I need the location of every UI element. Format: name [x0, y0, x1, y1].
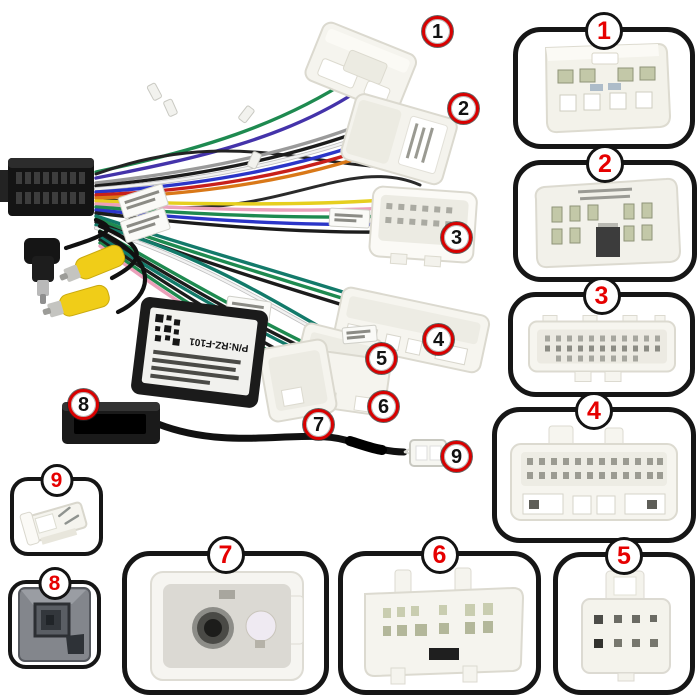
connector-9-detail: [19, 501, 88, 546]
inset-connector-5: 5: [553, 537, 695, 695]
inset-2-number-badge: 2: [586, 145, 624, 183]
inset-6-number-badge: 6: [420, 536, 459, 574]
canbus-box: P/N:RZ-F101: [131, 297, 269, 408]
head-unit-connector: [0, 158, 94, 216]
inset-connector-4: 4: [492, 392, 696, 543]
connector-6-detail: [364, 567, 525, 685]
inset-8-number-badge: 8: [38, 567, 71, 600]
connector-1-detail: [544, 42, 672, 134]
zip-ties: [146, 82, 262, 170]
photo-callout-3: 3: [441, 222, 472, 253]
connector-2-detail: [534, 177, 682, 269]
inset-connector-9: 9: [10, 464, 103, 556]
inset-connector-1: 1: [513, 12, 695, 149]
photo-callout-7: 7: [303, 409, 334, 440]
connector-5-detail: [581, 570, 671, 682]
photo-callout-2: 2: [448, 93, 479, 124]
inset-connector-6: 6: [338, 536, 541, 695]
photo-callout-5: 5: [366, 343, 397, 374]
inset-5-number-badge: 5: [605, 537, 643, 575]
photo-callout-8: 8: [68, 389, 99, 420]
photo-callout-1: 1: [422, 16, 453, 47]
aux-jack: [24, 238, 60, 304]
inset-9-number-badge: 9: [40, 464, 73, 497]
connector-4-detail: [510, 425, 678, 521]
inset-1-number-badge: 1: [585, 12, 623, 50]
photo-connector-1: [304, 21, 418, 114]
connector-3-detail: [528, 315, 676, 382]
inset-3-number-badge: 3: [582, 277, 621, 315]
inset-connector-2: 2: [513, 145, 697, 282]
photo-connector-2: [340, 93, 458, 186]
photo-callout-9: 9: [441, 441, 472, 472]
inset-connector-3: 3: [508, 277, 695, 397]
qr-code: [154, 313, 181, 346]
rca-plug-video-2: [42, 284, 110, 318]
connector-7-detail: [150, 571, 304, 681]
photo-callout-4: 4: [423, 324, 454, 355]
rca-plug-video-1: [59, 244, 126, 282]
inset-connector-7: 7: [122, 536, 329, 695]
inset-connector-8: 8: [8, 567, 101, 669]
inset-4-number-badge: 4: [575, 392, 613, 430]
photo-connector-7: [258, 338, 338, 423]
inset-7-number-badge: 7: [206, 536, 245, 574]
photo-callout-6: 6: [368, 391, 399, 422]
